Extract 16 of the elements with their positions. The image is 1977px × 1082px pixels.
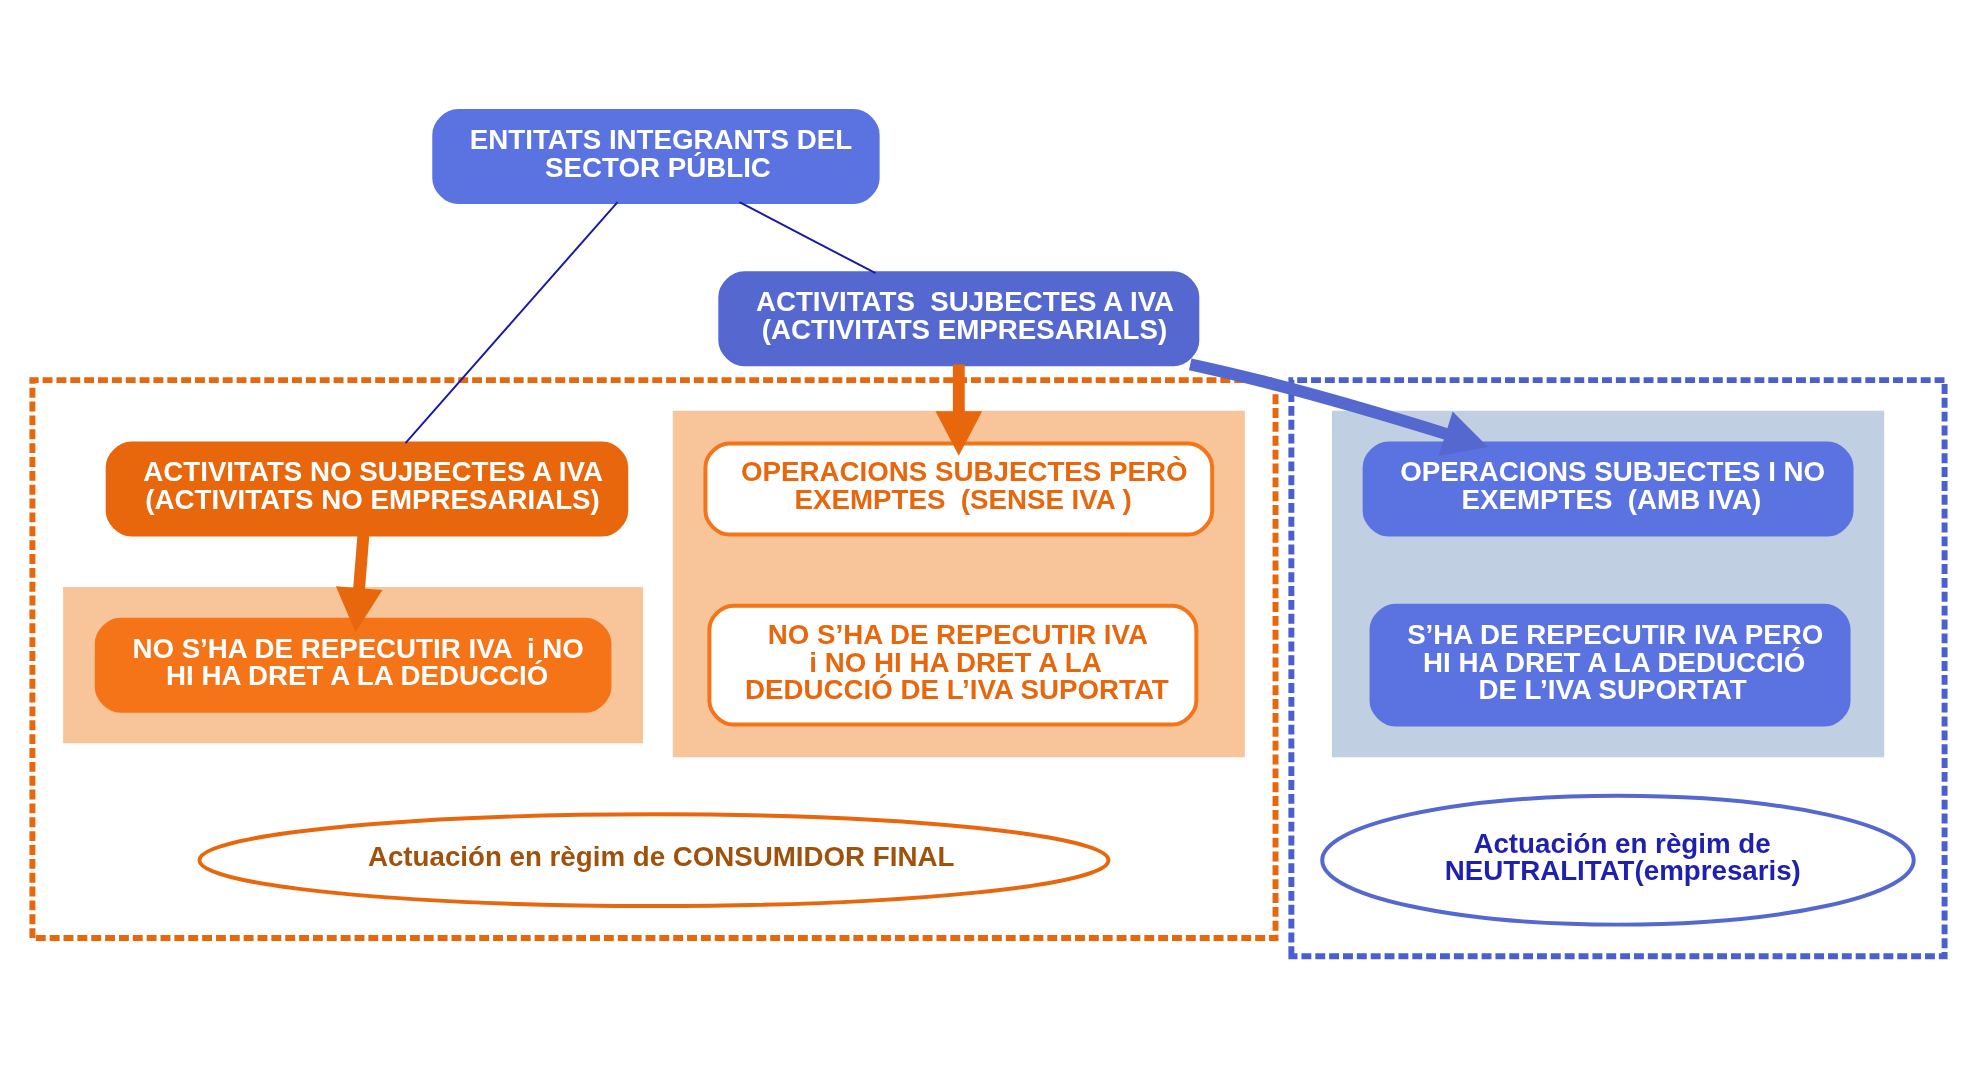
- node-box: OPERACIONS SUBJECTES I NO EXEMPTES (AMB IVA): [1362, 441, 1854, 536]
- node-box: NO S’HA DE REPECUTIR IVA i NO HI HA DRET A LA DEDUCCIÓ DE L’IVA SUPORTAT: [707, 603, 1199, 727]
- node-box: ENTITATS INTEGRANTS DEL SECTOR PÚBLIC: [432, 108, 880, 204]
- connector: [404, 200, 619, 444]
- cluster: [29, 376, 1279, 941]
- arrow: [1188, 358, 1489, 456]
- node-ellipse: Actuación en règim de NEUTRALITAT(empresaris): [1320, 793, 1916, 927]
- cluster: [1288, 376, 1948, 959]
- node-ellipse: Actuación en règim de CONSUMIDOR FINAL: [197, 811, 1111, 908]
- node-box: ACTIVITATS NO SUJBECTES A IVA (ACTIVITATS NO EMPRESARIALS): [105, 441, 629, 536]
- arrow: [935, 363, 983, 456]
- node-box: ACTIVITATS SUJBECTES A IVA (ACTIVITATS EMPRESARIALS): [718, 270, 1200, 366]
- node-box: OPERACIONS SUBJECTES PERÒ EXEMPTES (SENSE IVA ): [703, 441, 1215, 536]
- node-box: NO S’HA DE REPECUTIR IVA i NO HI HA DRET A LA DEDUCCIÓ: [94, 617, 612, 713]
- node-box: S’HA DE REPECUTIR IVA PERO HI HA DRET A LA DEDUCCIÓ DE L’IVA SUPORTAT: [1369, 603, 1851, 727]
- connector: [738, 200, 877, 274]
